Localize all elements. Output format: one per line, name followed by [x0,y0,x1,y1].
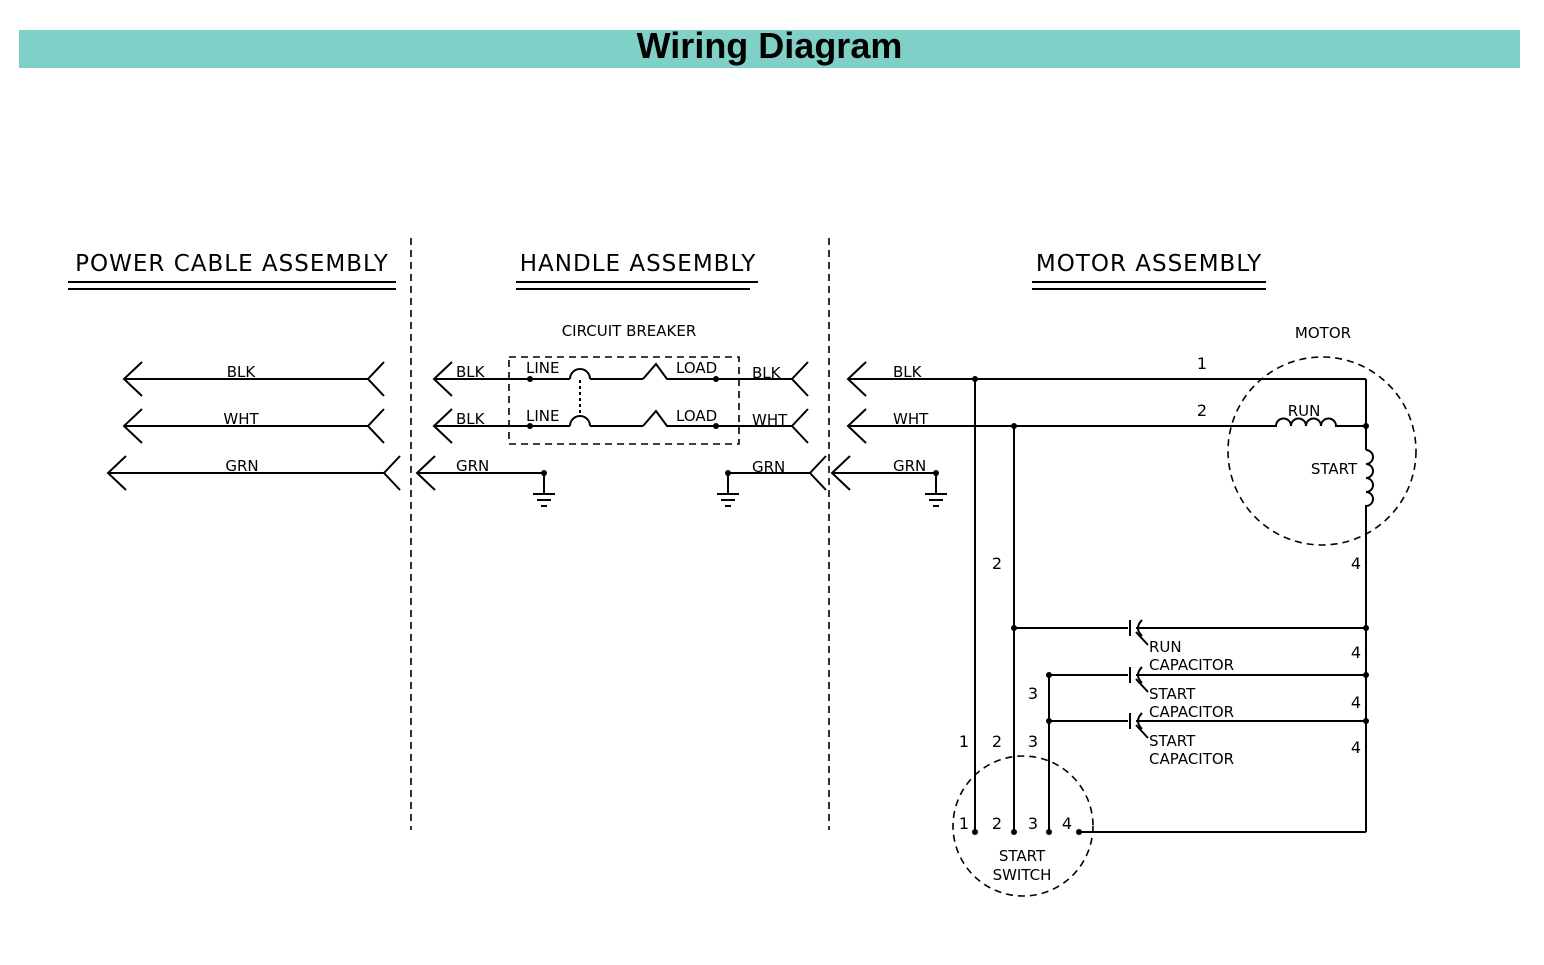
section-motor: MOTOR ASSEMBLY [1032,251,1266,290]
capacitor-label: CAPACITOR [1149,750,1234,768]
terminal-number: 4 [1351,643,1361,662]
wire-label: GRN [456,457,489,475]
start-switch-label: SWITCH [993,866,1052,884]
section-title-motor: MOTOR ASSEMBLY [1036,251,1262,277]
wire-label: GRN [893,457,926,475]
breaker-line-1: LINE LOAD [526,359,792,382]
page-title: Wiring Diagram [636,25,903,66]
wire-label: WHT [893,410,929,428]
run-winding-coil [1272,417,1366,427]
motor-wires: BLK WHT GRN 2 MOTOR 1 2 RUN START [830,324,1417,897]
start-switch-label: START [999,847,1046,865]
section-power-cable: POWER CABLE ASSEMBLY [68,251,396,290]
terminal-number: 4 [1351,554,1361,573]
power-cable-wires: BLK WHT GRN [106,361,401,491]
wire-number: 2 [992,732,1002,751]
ground-icon [925,473,947,507]
section-title-power-cable: POWER CABLE ASSEMBLY [75,251,389,277]
start-winding-coil [1365,449,1374,832]
capacitor-label: CAPACITOR [1149,656,1234,674]
circuit-breaker-box [508,356,740,445]
motor-outline [1227,356,1417,546]
load-label: LOAD [676,407,717,425]
switch-terminal: 2 [992,814,1002,833]
start-capacitor-2: START CAPACITOR 4 [1046,712,1369,768]
start-switch-outline [952,755,1094,897]
switch-terminal: 1 [959,814,969,833]
section-title-handle: HANDLE ASSEMBLY [520,251,757,277]
capacitor-label: START [1149,685,1196,703]
switch-terminal: 4 [1062,814,1072,833]
run-capacitor: RUN CAPACITOR 4 [1011,619,1369,674]
capacitor-label: RUN [1149,638,1182,656]
wire-label: GRN [752,458,785,476]
terminal-number: 4 [1351,738,1361,757]
start-capacitor-1: START CAPACITOR 4 [1046,666,1369,721]
circuit-breaker-title: CIRCUIT BREAKER [562,322,697,340]
wire-label: WHT [752,411,788,429]
terminal-number: 4 [1351,693,1361,712]
title-bar: Wiring Diagram [19,25,1520,68]
load-label: LOAD [676,359,717,377]
capacitor-label: START [1149,732,1196,750]
start-winding-label: START [1311,460,1358,478]
line-label: LINE [526,407,559,425]
section-handle: HANDLE ASSEMBLY [516,251,758,290]
wire-number: 3 [1028,684,1038,703]
wire-label: BLK [227,363,257,381]
breaker-line-2: LINE LOAD [526,407,792,429]
wire-number: 3 [1028,732,1038,751]
wire-label: WHT [223,410,259,428]
capacitor-label: CAPACITOR [1149,703,1234,721]
ground-icon [717,473,739,507]
terminal-number: 2 [1197,401,1207,420]
switch-terminal: 3 [1028,814,1038,833]
motor-title: MOTOR [1295,324,1351,342]
terminal-number: 1 [1197,354,1207,373]
run-winding-label: RUN [1288,402,1321,420]
ground-icon [533,473,555,507]
wire-label: BLK [456,410,486,428]
wire-label: GRN [225,457,258,475]
handle-wires: BLK BLK GRN CIRCUIT BREAKER LINE LOAD [415,322,827,507]
wire-label: BLK [893,363,923,381]
wire-label: BLK [752,364,782,382]
wire-number: 2 [992,554,1002,573]
wire-number: 1 [959,732,969,751]
wire-label: BLK [456,363,486,381]
line-label: LINE [526,359,559,377]
